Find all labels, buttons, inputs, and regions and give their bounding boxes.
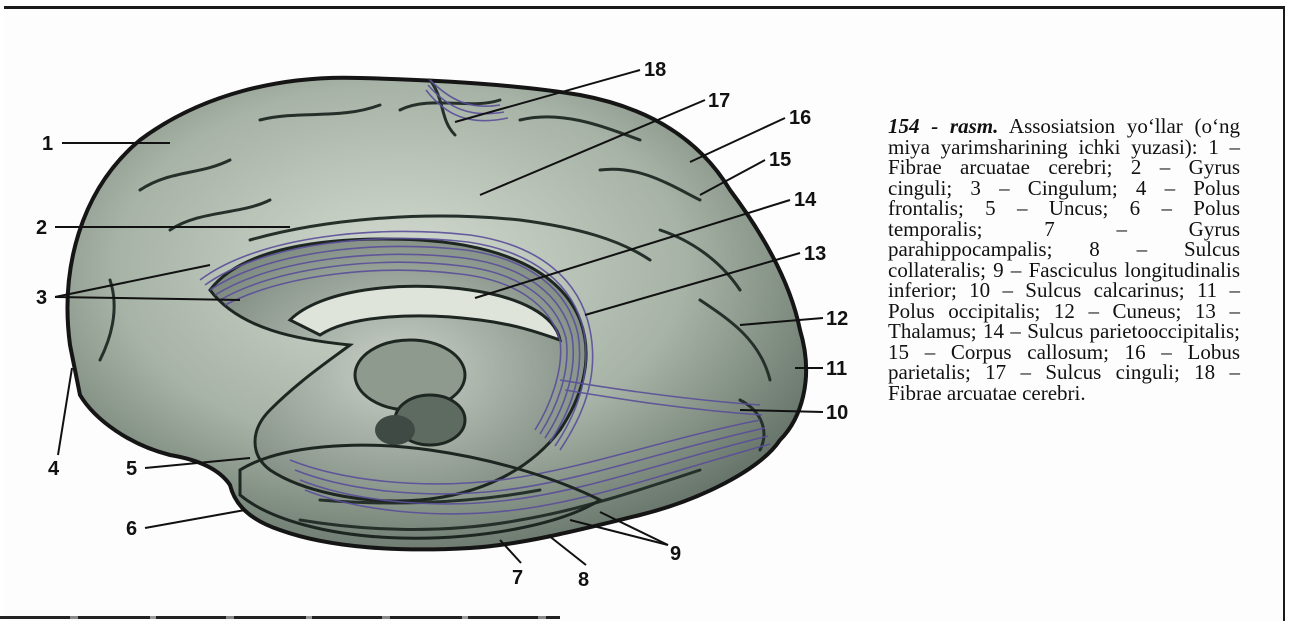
label-2: 2 [36, 217, 47, 239]
figure-legend: 1 – Fibrae arcuatae cerebri; 2 – Gyrus c… [888, 135, 1240, 405]
label-1: 1 [42, 133, 53, 155]
label-11: 11 [826, 358, 847, 380]
figure-caption: 154 - rasm. Assosiatsion yo‘llar (o‘ng m… [888, 116, 1240, 403]
brain-illustration: 1 2 3 4 5 6 7 8 9 10 11 12 13 14 15 16 1… [0, 0, 880, 627]
label-18: 18 [644, 59, 666, 81]
label-6: 6 [126, 518, 137, 540]
label-7: 7 [512, 567, 523, 589]
label-9: 9 [670, 543, 681, 565]
label-15: 15 [769, 149, 791, 171]
label-8: 8 [578, 569, 589, 591]
label-12: 12 [826, 308, 848, 330]
label-17: 17 [708, 90, 730, 112]
label-16: 16 [789, 107, 811, 129]
label-13: 13 [804, 243, 826, 265]
label-5: 5 [126, 458, 137, 480]
label-10: 10 [826, 402, 848, 424]
label-4: 4 [48, 458, 60, 480]
label-3: 3 [36, 287, 47, 309]
label-14: 14 [794, 189, 817, 211]
